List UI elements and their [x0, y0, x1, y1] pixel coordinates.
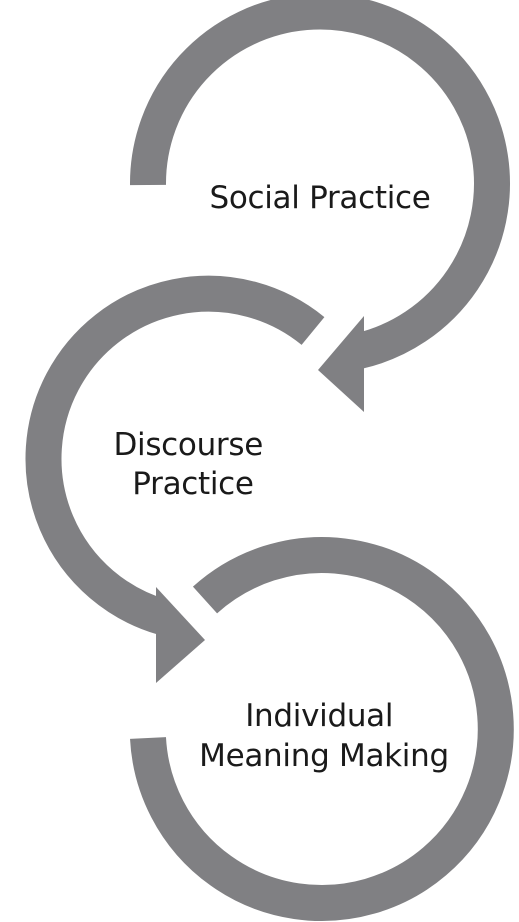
social-practice-arc	[129, 0, 510, 369]
social-practice-label-line-1: Social Practice	[209, 180, 430, 216]
discourse-practice-label-line-2: Practice	[132, 466, 253, 502]
discourse-practice-arc	[25, 275, 325, 635]
individual-meaning-making-label-line-1: Individual	[245, 698, 393, 734]
individual-meaning-making-ring	[130, 537, 514, 921]
individual-meaning-making-arc	[130, 537, 514, 921]
social-practice-ring	[129, 0, 510, 412]
social-to-discourse-arrowhead	[318, 316, 364, 412]
social-practice-label: Social Practice	[209, 180, 430, 216]
discourse-practice-ring	[25, 275, 325, 683]
discourse-to-individual-arrowhead	[156, 587, 205, 683]
individual-meaning-making-label: Individual Meaning Making	[199, 698, 449, 774]
individual-meaning-making-label-line-2: Meaning Making	[199, 738, 449, 774]
discourse-practice-label: Discourse Practice	[113, 427, 272, 502]
discourse-practice-label-line-1: Discourse	[113, 427, 263, 463]
